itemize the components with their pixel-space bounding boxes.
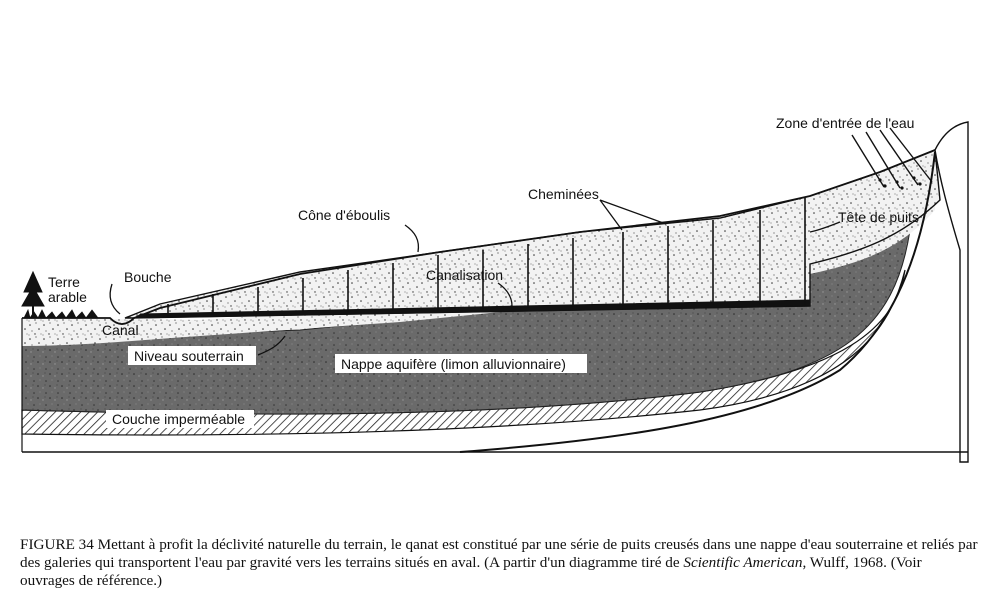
label-nappe-box: Nappe aquifère (limon alluvionnaire) xyxy=(335,354,587,373)
bedrock xyxy=(22,250,960,452)
well-shafts xyxy=(167,198,806,316)
label-niveau-box: Niveau souterrain xyxy=(128,346,256,365)
label-zone: Zone d'entrée de l'eau xyxy=(776,115,914,131)
ground-surface xyxy=(22,149,936,325)
label-arable: arable xyxy=(48,289,87,305)
label-couche-box: Couche imperméable xyxy=(106,410,254,428)
canalisation-gallery xyxy=(133,299,811,319)
mountain-face xyxy=(934,121,969,463)
label-couche: Couche imperméable xyxy=(112,411,245,427)
mountain-contour xyxy=(459,151,936,453)
caption-italic: Scientific American xyxy=(683,554,803,571)
caption-text-2: , Wulff, 1968. (Voir ouvrages de référen… xyxy=(20,554,922,589)
label-nappe: Nappe aquifère (limon alluvionnaire) xyxy=(341,356,566,372)
tree-icon xyxy=(21,270,99,319)
label-terre: Terre xyxy=(48,274,80,290)
figure-caption: FIGURE 34 Mettant à profit la déclivité … xyxy=(20,536,980,590)
water-entry-arrows xyxy=(851,127,933,189)
caption-text-1: FIGURE 34 Mettant à profit la déclivité … xyxy=(20,536,978,571)
qanat-diagram: Terre arable Bouche Canal Cône d'éboulis… xyxy=(21,115,969,463)
label-tete: Tête de puits xyxy=(838,209,919,225)
label-cheminees: Cheminées xyxy=(528,186,599,202)
leader-lines xyxy=(109,199,841,356)
water-entry-dots xyxy=(878,176,922,190)
label-canalisation: Canalisation xyxy=(426,267,503,283)
label-cone: Cône d'éboulis xyxy=(298,207,390,223)
label-canal: Canal xyxy=(102,322,139,338)
label-bouche: Bouche xyxy=(124,269,172,285)
alluvial-cone xyxy=(124,149,941,319)
label-niveau: Niveau souterrain xyxy=(134,348,244,364)
